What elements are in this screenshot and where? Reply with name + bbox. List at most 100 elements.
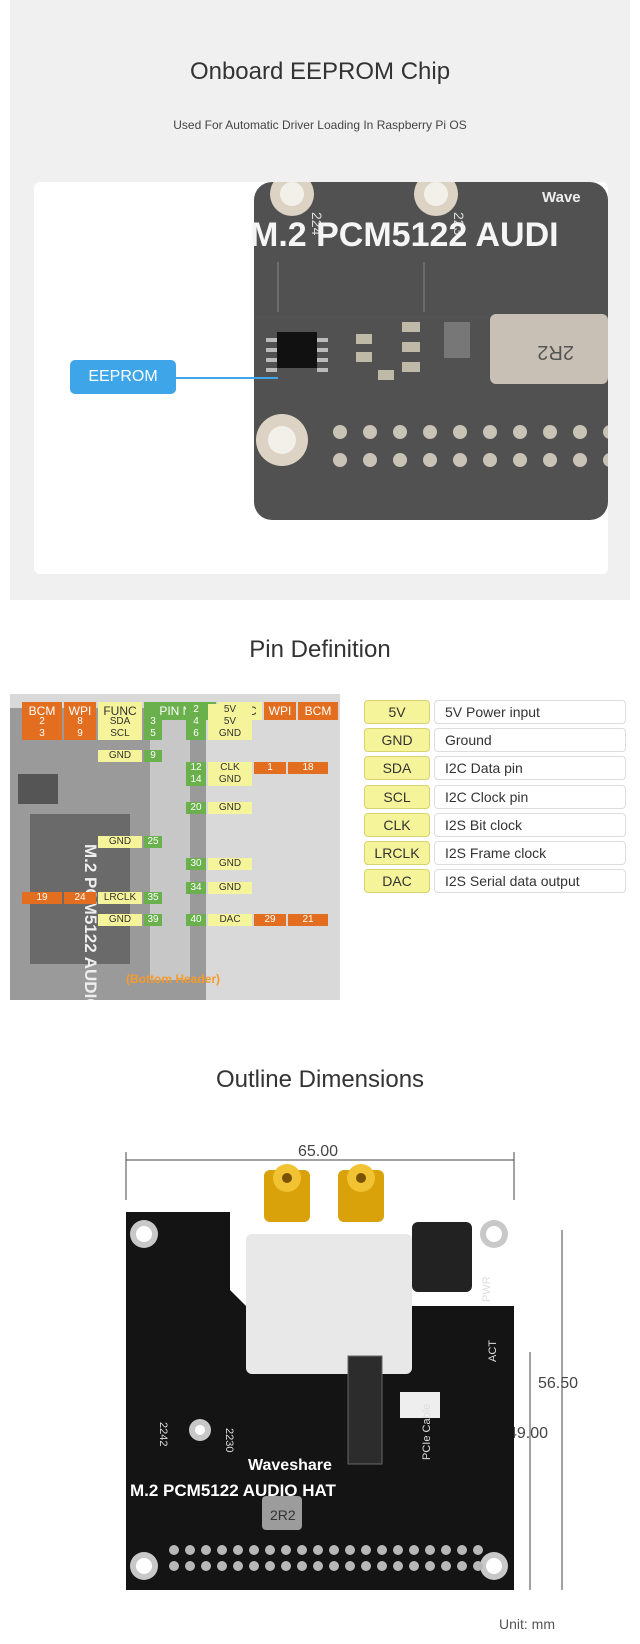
- silk-2242: 224: [309, 212, 325, 236]
- legend-desc: I2S Frame clock: [434, 841, 626, 865]
- func-right: 5V: [208, 704, 252, 716]
- eeprom-chip: [266, 332, 328, 372]
- header-pin-dot: [363, 425, 377, 439]
- outline-header-dot: [217, 1545, 227, 1555]
- outline-header-dot: [297, 1545, 307, 1555]
- func-right: GND: [208, 858, 252, 870]
- outline-header-dot: [361, 1561, 371, 1571]
- pin-diagram: M.2 PCM5122 AUDIO HAT BCM WPI FUNC PIN N…: [10, 694, 340, 1051]
- outline-header-dot: [393, 1561, 403, 1571]
- unit-label: Unit: mm: [499, 1616, 555, 1632]
- outline-header-dot: [377, 1561, 387, 1571]
- header-pin-dot: [393, 453, 407, 467]
- hdr-wpi-left: WPI: [64, 702, 96, 720]
- header-pin-dot: [483, 425, 497, 439]
- header-pin-dot: [513, 453, 527, 467]
- pin-right: 6: [186, 728, 206, 740]
- outline-header-dot: [441, 1545, 451, 1555]
- pin-right: 34: [186, 882, 206, 894]
- pin-left: 3: [144, 716, 162, 728]
- outline-header-dot: [297, 1561, 307, 1571]
- header-pin-dot: [513, 425, 527, 439]
- outline-illustration: 65.00 56.50 49.00 Waveshare M.2 PCM5122 …: [125, 1143, 578, 1590]
- outline-header-dot: [345, 1561, 355, 1571]
- header-pin-dot: [543, 425, 557, 439]
- outline-header-dot: [265, 1561, 275, 1571]
- outline-silk-2242: 2242: [157, 1422, 169, 1446]
- outline-header-dot: [393, 1545, 403, 1555]
- legend-code: LRCLK: [364, 841, 430, 865]
- pin-right: 40: [186, 914, 206, 926]
- legend-desc: Ground: [434, 728, 626, 753]
- pin-left: 39: [144, 914, 162, 926]
- header-pin-dot: [453, 425, 467, 439]
- outline-header-dot: [409, 1561, 419, 1571]
- hdr-wpi-right: WPI: [264, 702, 296, 720]
- outline-header-dot: [377, 1545, 387, 1555]
- outline-gpio-dots: [169, 1545, 483, 1571]
- wpi-right: 1: [254, 762, 286, 774]
- outline-header-dot: [169, 1545, 179, 1555]
- outline-title: Outline Dimensions: [215, 1066, 425, 1093]
- outline-header-dot: [249, 1545, 259, 1555]
- pin-right: 30: [186, 858, 206, 870]
- wpi-left: 8: [64, 716, 96, 728]
- outline-header-dot: [185, 1545, 195, 1555]
- outline-board-label: M.2 PCM5122 AUDIO HAT: [130, 1481, 337, 1500]
- outline-header-dot: [473, 1561, 483, 1571]
- func-right: 5V: [208, 716, 252, 728]
- outline-header-dot: [457, 1545, 467, 1555]
- rca-jack-left: [264, 1164, 310, 1222]
- outline-brand: Waveshare: [248, 1457, 332, 1474]
- outline-header-dot: [201, 1545, 211, 1555]
- outline-pwr: PWR: [481, 1276, 493, 1302]
- header-pin-dot: [603, 425, 608, 439]
- func-right: CLK: [208, 762, 252, 774]
- outline-header-dot: [409, 1545, 419, 1555]
- legend-desc: I2C Clock pin: [434, 784, 626, 809]
- outline-header-dot: [233, 1561, 243, 1571]
- dim-height-inner: 49.00: [508, 1425, 548, 1442]
- outline-header-dot: [281, 1545, 291, 1555]
- hdr-bcm-right: BCM: [298, 702, 338, 720]
- bcm-left: 2: [22, 716, 62, 728]
- header-pin-dot: [603, 453, 608, 467]
- outline-header-dot: [425, 1545, 435, 1555]
- silk-2230: 223: [451, 212, 467, 236]
- pin-left: 5: [144, 728, 162, 740]
- func-right: GND: [208, 802, 252, 814]
- header-pin-dot: [393, 425, 407, 439]
- outline-header-dot: [329, 1561, 339, 1571]
- eeprom-subtitle: Used For Automatic Driver Loading In Ras…: [173, 118, 467, 132]
- pin-right: 2: [186, 704, 206, 716]
- eeprom-callout: EEPROM: [70, 360, 176, 394]
- outline-header-dot: [201, 1561, 211, 1571]
- bcm-right: 21: [288, 914, 328, 926]
- legend-code: GND: [364, 728, 430, 753]
- outline-silk-2230: 2230: [223, 1428, 235, 1452]
- legend-desc: I2C Data pin: [434, 756, 626, 781]
- wpi-left: 9: [64, 728, 96, 740]
- func-right: GND: [208, 882, 252, 894]
- outline-header-dot: [441, 1561, 451, 1571]
- legend-code: SCL: [364, 784, 430, 809]
- hdr-func-left: FUNC: [98, 702, 142, 720]
- outline-header-dot: [265, 1545, 275, 1555]
- hdr-bcm-left: BCM: [22, 702, 62, 720]
- dim-width: 65.00: [298, 1143, 338, 1160]
- func-left: GND: [98, 750, 142, 762]
- header-pin-dot: [573, 453, 587, 467]
- func-left: GND: [98, 914, 142, 926]
- inductor-label: 2R2: [537, 341, 574, 363]
- func-left: LRCLK: [98, 892, 142, 904]
- legend-desc: I2S Bit clock: [434, 812, 626, 837]
